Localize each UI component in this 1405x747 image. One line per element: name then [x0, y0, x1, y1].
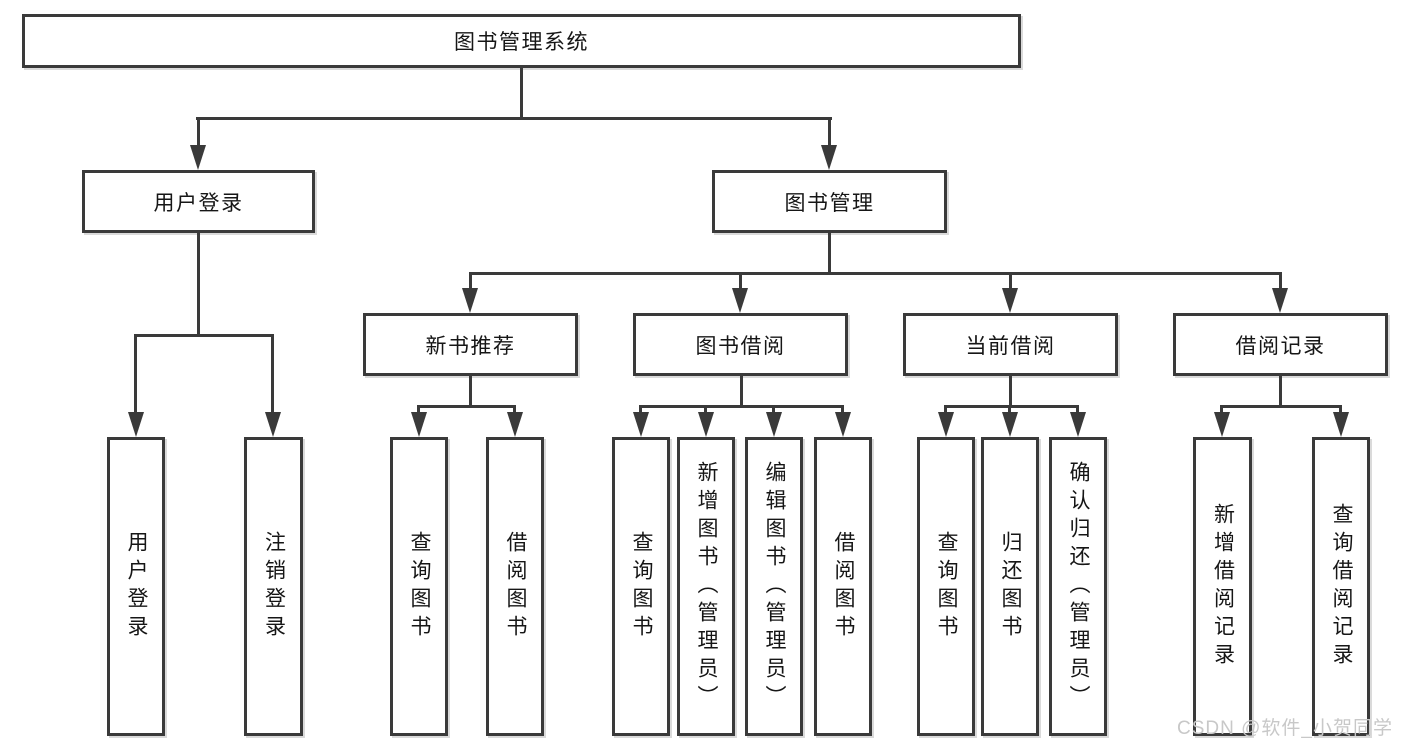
connector-line-v: [639, 405, 642, 415]
node-book-management: 图书管理: [712, 170, 947, 233]
connector-line-v: [417, 405, 420, 415]
arrow-down-icon: [265, 412, 281, 437]
arrow-down-icon: [411, 412, 427, 437]
arrow-down-icon: [1272, 288, 1288, 313]
connector-line-v: [197, 117, 200, 146]
connector-line-v: [841, 405, 844, 415]
connector-line-v: [828, 233, 831, 275]
arrow-down-icon: [128, 412, 144, 437]
connector-line-v: [1076, 405, 1079, 415]
connector-line-v: [1339, 405, 1342, 415]
node-borrowing-records: 借阅记录: [1173, 313, 1388, 376]
connector-line-v: [944, 405, 947, 415]
connector-line-v: [134, 334, 137, 413]
node-label: 查询图书: [630, 530, 653, 643]
node-label: 借阅图书: [504, 530, 527, 643]
node-label: 查询图书: [408, 530, 431, 643]
arrow-down-icon: [732, 288, 748, 313]
arrow-down-icon: [698, 412, 714, 437]
node-label: 借阅图书: [832, 530, 855, 643]
leaf-confirm-return-admin: 确认归还（管理员）: [1049, 437, 1107, 736]
connector-line-h: [134, 334, 274, 337]
connector-line-v: [1008, 405, 1011, 415]
connector-line-v: [513, 405, 516, 415]
leaf-user-login: 用户登录: [107, 437, 165, 736]
node-user-login: 用户登录: [82, 170, 315, 233]
connector-line-h: [1220, 405, 1342, 408]
arrow-down-icon: [1333, 412, 1349, 437]
leaf-add-borrow-record: 新增借阅记录: [1193, 437, 1252, 736]
leaf-query-borrow-record: 查询借阅记录: [1312, 437, 1370, 736]
arrow-down-icon: [1070, 412, 1086, 437]
leaf-logout: 注销登录: [244, 437, 303, 736]
arrow-down-icon: [633, 412, 649, 437]
arrow-down-icon: [1002, 288, 1018, 313]
connector-line-v: [772, 405, 775, 415]
leaf-borrow-books-recommend: 借阅图书: [486, 437, 544, 736]
node-book-borrowing: 图书借阅: [633, 313, 848, 376]
arrow-down-icon: [462, 288, 478, 313]
connector-line-v: [1009, 272, 1012, 289]
connector-line-h: [639, 405, 844, 408]
watermark: CSDN @软件_小贺同学: [1177, 718, 1393, 739]
connector-line-v: [520, 68, 523, 119]
connector-line-h: [196, 117, 832, 120]
node-new-book-recommend: 新书推荐: [363, 313, 578, 376]
arrow-down-icon: [1002, 412, 1018, 437]
leaf-borrow-books: 借阅图书: [814, 437, 872, 736]
leaf-edit-books-admin: 编辑图书（管理员）: [745, 437, 803, 736]
connector-line-v: [469, 376, 472, 408]
leaf-return-books: 归还图书: [981, 437, 1039, 736]
connector-line-h: [417, 405, 516, 408]
connector-line-v: [704, 405, 707, 415]
node-label: 用户登录: [125, 530, 148, 643]
node-current-borrowing: 当前借阅: [903, 313, 1118, 376]
arrow-down-icon: [507, 412, 523, 437]
connector-line-v: [1279, 272, 1282, 289]
arrow-down-icon: [821, 145, 837, 170]
connector-line-v: [197, 233, 200, 337]
connector-line-v: [1220, 405, 1223, 415]
node-label: 归还图书: [999, 530, 1022, 643]
leaf-query-books-borrowing: 查询图书: [612, 437, 670, 736]
arrow-down-icon: [190, 145, 206, 170]
leaf-query-books-recommend: 查询图书: [390, 437, 448, 736]
connector-line-h: [469, 272, 1282, 275]
node-label: 新增借阅记录: [1211, 502, 1235, 671]
node-label: 注销登录: [262, 530, 286, 643]
connector-line-h: [944, 405, 1079, 408]
connector-line-v: [828, 117, 831, 146]
arrow-down-icon: [1214, 412, 1230, 437]
connector-line-v: [271, 334, 274, 413]
arrow-down-icon: [766, 412, 782, 437]
connector-line-v: [469, 272, 472, 289]
node-label: 编辑图书（管理员）: [763, 460, 786, 713]
leaf-query-books-current: 查询图书: [917, 437, 975, 736]
arrow-down-icon: [835, 412, 851, 437]
connector-line-v: [740, 376, 743, 408]
arrow-down-icon: [938, 412, 954, 437]
leaf-add-books-admin: 新增图书（管理员）: [677, 437, 735, 736]
node-root: 图书管理系统: [22, 14, 1021, 68]
node-label: 确认归还（管理员）: [1067, 460, 1090, 713]
node-label: 查询图书: [935, 530, 958, 643]
node-label: 新增图书（管理员）: [695, 460, 718, 713]
connector-line-v: [739, 272, 742, 289]
connector-line-v: [1009, 376, 1012, 408]
connector-line-v: [1279, 376, 1282, 408]
node-label: 查询借阅记录: [1330, 502, 1353, 671]
